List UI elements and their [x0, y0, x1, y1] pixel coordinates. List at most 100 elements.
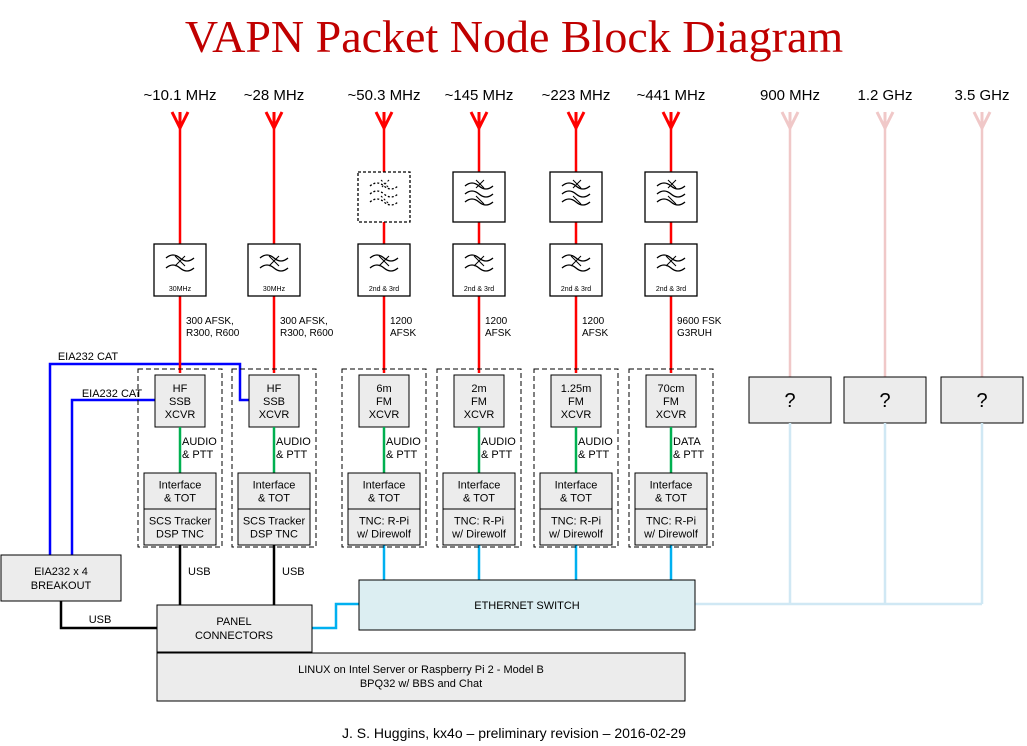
interface-tot-box-line: Interface [555, 480, 598, 492]
antenna-icon [661, 111, 681, 132]
radio-xcvr-box-line: 70cm [658, 383, 685, 395]
audio-ptt-label: AUDIO [578, 436, 613, 448]
radio-xcvr-box-line: HF [267, 383, 282, 395]
breakout-line-1: EIA232 x 4 [34, 566, 88, 578]
interface-tot-box: Interface& TOT [143, 472, 217, 510]
modulation-label: 1200 [582, 316, 605, 327]
usb-label: USB [188, 566, 211, 578]
future-radio-box: ? [748, 376, 832, 424]
future-channels: 900 MHz?1.2 GHz?3.5 GHz? [748, 87, 1024, 604]
future-radio-box: ? [940, 376, 1024, 424]
interface-tot-box-line: & TOT [164, 493, 196, 505]
ethernet-switch-label: ETHERNET SWITCH [474, 600, 580, 612]
filter-cutoff-label: 2nd & 3rd [464, 286, 494, 293]
optional-bandpass-filter-icon [357, 171, 411, 223]
audio-ptt-label: & PTT [276, 449, 307, 461]
modulation-label: 9600 FSK [677, 316, 722, 327]
tnc-box: TNC: R-Piw/ Direwolf [442, 508, 516, 546]
filter-cutoff-label: 2nd & 3rd [561, 286, 591, 293]
interface-tot-box-line: Interface [363, 480, 406, 492]
audio-ptt-label: DATA [673, 436, 701, 448]
station-group-outline [533, 368, 619, 548]
cat-line-1 [48, 362, 254, 555]
station-group-outline [628, 368, 714, 548]
tnc-box-line: DSP TNC [156, 529, 204, 541]
filter-cutoff-label: 30MHz [169, 286, 192, 293]
interface-tot-box-line: & TOT [368, 493, 400, 505]
cat-label-1: EIA232 CAT [58, 351, 119, 363]
breakout-usb-label: USB [89, 614, 112, 626]
interface-tot-box: Interface& TOT [347, 472, 421, 510]
audio-ptt-label: AUDIO [386, 436, 421, 448]
future-radio-label: ? [879, 390, 890, 412]
radio-xcvr-box-line: HF [173, 383, 188, 395]
antenna-icon [170, 111, 190, 132]
panel-ethernet-line [312, 602, 359, 630]
future-radio-label: ? [976, 390, 987, 412]
channel-frequency: ~10.1 MHz [144, 87, 217, 104]
interface-tot-box-line: & TOT [463, 493, 495, 505]
tnc-box-line: TNC: R-Pi [551, 516, 601, 528]
radio-xcvr-box-line: XCVR [656, 409, 687, 421]
audio-ptt-label: AUDIO [276, 436, 311, 448]
tnc-box-line: w/ Direwolf [643, 529, 699, 541]
future-radio-box: ? [843, 376, 927, 424]
tnc-box-line: TNC: R-Pi [359, 516, 409, 528]
tnc-box-line: SCS Tracker [243, 516, 306, 528]
antenna-icon [566, 111, 586, 132]
ethernet-switch-box: ETHERNET SWITCH [358, 579, 696, 631]
tnc-box-line: TNC: R-Pi [646, 516, 696, 528]
channel-frequency: ~223 MHz [542, 87, 611, 104]
interface-tot-box-line: Interface [458, 480, 501, 492]
interface-tot-box: Interface& TOT [634, 472, 708, 510]
wires [48, 362, 982, 630]
lowpass-filter-icon: 2nd & 3rd [452, 243, 506, 297]
radio-xcvr-box-line: XCVR [369, 409, 400, 421]
interface-tot-box: Interface& TOT [237, 472, 311, 510]
tnc-box-line: w/ Direwolf [451, 529, 507, 541]
filter-cutoff-label: 2nd & 3rd [656, 286, 686, 293]
channel-frequency: ~50.3 MHz [348, 87, 421, 104]
diagram-title: VAPN Packet Node Block Diagram [185, 11, 844, 62]
modulation-label: R300, R600 [186, 328, 240, 339]
future-frequency: 900 MHz [760, 87, 820, 104]
tnc-box-line: SCS Tracker [149, 516, 212, 528]
interface-tot-box: Interface& TOT [539, 472, 613, 510]
bandpass-filter-icon [549, 171, 603, 223]
tnc-box-line: DSP TNC [250, 529, 298, 541]
station-group-outline [231, 368, 317, 548]
audio-ptt-label: & PTT [182, 449, 213, 461]
usb-label: USB [282, 566, 305, 578]
radio-xcvr-box-line: FM [663, 396, 679, 408]
breakout-usb-line [59, 601, 157, 630]
bandpass-filter-icon [644, 171, 698, 223]
filter-cutoff-label: 2nd & 3rd [369, 286, 399, 293]
station-group-outline [341, 368, 427, 548]
audio-ptt-label: & PTT [386, 449, 417, 461]
station-group-outline [137, 368, 223, 548]
lowpass-filter-icon: 2nd & 3rd [644, 243, 698, 297]
radio-xcvr-box-line: XCVR [259, 409, 290, 421]
radio-xcvr-box-line: 2m [471, 383, 486, 395]
panel-connectors-box: PANEL CONNECTORS [156, 604, 313, 653]
tnc-box-line: w/ Direwolf [548, 529, 604, 541]
channel-frequency: ~441 MHz [637, 87, 706, 104]
interface-tot-box-line: Interface [650, 480, 693, 492]
station-group-outline [436, 368, 522, 548]
interface-tot-box-line: Interface [253, 480, 296, 492]
radio-xcvr-box-line: XCVR [464, 409, 495, 421]
modulation-label: G3RUH [677, 328, 712, 339]
future-radio-label: ? [784, 390, 795, 412]
radio-xcvr-box-line: FM [568, 396, 584, 408]
